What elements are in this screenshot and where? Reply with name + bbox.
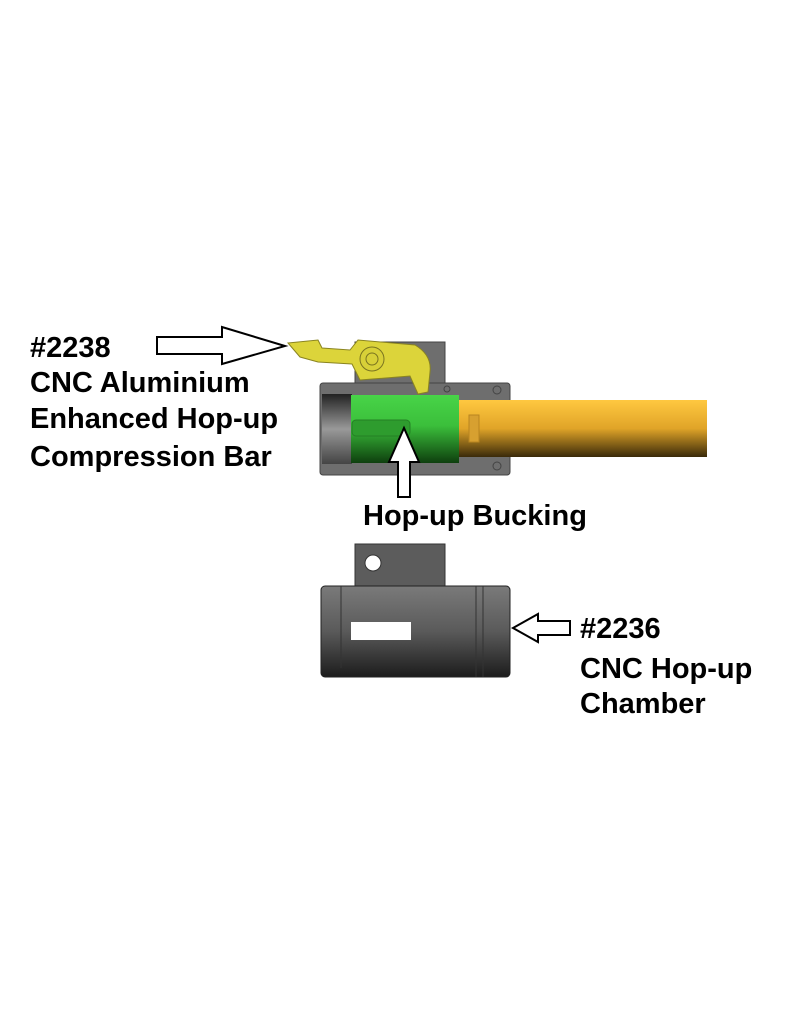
barrel-window [468, 414, 480, 443]
housing-screw-hole [492, 461, 502, 471]
lever-pivot-pin [365, 352, 379, 366]
chamber-body [320, 585, 511, 678]
arrow-right-icon [156, 325, 289, 366]
hop-up-chamber [320, 543, 511, 678]
lever-pivot [359, 346, 385, 372]
chamber-tab-hole [364, 554, 382, 572]
housing-screw-hole [492, 385, 502, 395]
compression-bar-lever [286, 339, 431, 395]
bucking-label: Hop-up Bucking [363, 500, 587, 532]
bucking-window [351, 419, 411, 437]
compression-bar-label-line2: Enhanced Hop-up [30, 403, 278, 435]
compression-bar-label-line3: Compression Bar [30, 441, 272, 473]
compression-bar-part-number: #2238 [30, 332, 111, 364]
chamber-label-line2: Chamber [580, 688, 706, 720]
compression-bar-label-line1: CNC Aluminium [30, 367, 250, 399]
arrow-up-icon [387, 425, 421, 498]
arrow-left-icon [510, 612, 571, 644]
inner-barrel [459, 400, 707, 457]
housing-screw-hole [443, 385, 451, 393]
chamber-part-number: #2236 [580, 613, 661, 645]
housing-mouth [322, 394, 352, 464]
chamber-label-line1: CNC Hop-up [580, 653, 752, 685]
chamber-window [351, 622, 411, 640]
hop-up-assembly [286, 339, 707, 476]
